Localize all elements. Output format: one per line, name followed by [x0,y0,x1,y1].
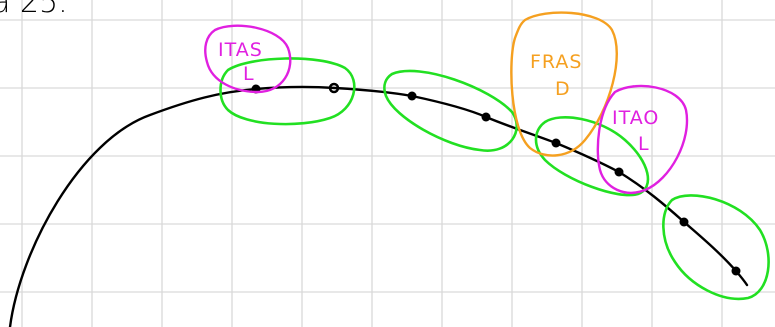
fras-label-line2: D [555,78,571,100]
curve-point [731,266,741,276]
green-ellipse-4 [662,194,770,301]
orange-loop-fras [510,11,618,157]
itao-l-annotation: ITAO L [596,84,689,194]
fras-d-annotation: FRAS D [510,11,618,157]
magenta-loop-itao [596,84,689,194]
curve-point [407,91,417,101]
curve-point [679,217,689,227]
curve-point [481,112,491,122]
fras-label-line1: FRAS [530,51,582,73]
itas-l-annotation: ITAS L [204,24,292,94]
itas-label-line1: ITAS [218,39,263,61]
magenta-loop-itas [204,24,292,94]
itao-label-line1: ITAO [612,107,659,129]
curve-point [328,82,340,94]
itao-label-line2: L [638,133,650,155]
green-ellipse-1 [219,57,356,126]
green-ellipse-2 [383,69,518,152]
curve-point [551,138,561,148]
itas-label-line2: L [243,63,255,85]
header-fragment-text: a 25. [0,0,68,20]
green-groupings [219,57,770,301]
curve-point [614,167,624,177]
